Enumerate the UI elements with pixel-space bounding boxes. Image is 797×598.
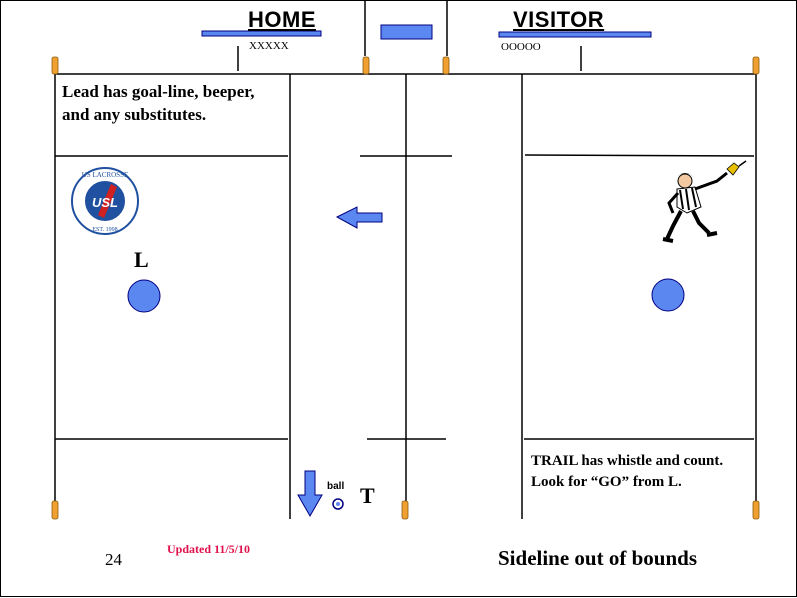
slide-title: Sideline out of bounds	[498, 546, 697, 570]
official-marker	[651, 278, 685, 312]
home-bench-bar	[201, 30, 322, 37]
lead-instruction-note: Lead has goal-line, beeper, and any subs…	[62, 82, 255, 124]
arrow-down-icon	[297, 470, 323, 518]
cone	[752, 56, 760, 75]
ball-label: ball	[327, 481, 345, 492]
lead-label: L	[134, 247, 149, 272]
cone	[752, 500, 760, 520]
home-team-abbr: XXXXX	[249, 40, 289, 52]
lead-official-marker	[127, 279, 161, 313]
updated-date: Updated 11/5/10	[167, 542, 251, 556]
visitor-team-label: VISITOR	[513, 7, 605, 32]
home-team-label: HOME	[248, 7, 316, 32]
svg-text:EST. 1998: EST. 1998	[92, 227, 117, 233]
slide-number: 24	[105, 550, 122, 569]
cone	[51, 56, 59, 75]
referee-icon	[662, 160, 747, 243]
cone	[362, 56, 370, 75]
cone	[401, 500, 409, 520]
visitor-team-abbr: OOOOO	[501, 41, 541, 53]
box-line	[524, 154, 755, 157]
arrow-left-icon	[335, 206, 383, 229]
us-lacrosse-logo: USL US LACROSSE EST. 1998	[71, 167, 139, 235]
table-bar	[380, 24, 433, 40]
cone	[51, 500, 59, 520]
svg-text:USL: USL	[92, 195, 118, 210]
ball-center	[336, 502, 340, 506]
visitor-bench-bar	[498, 31, 652, 38]
cone-set	[51, 56, 760, 520]
trail-instruction-note: TRAIL has whistle and count. Look for “G…	[531, 453, 724, 490]
svg-text:US LACROSSE: US LACROSSE	[82, 171, 128, 179]
cone	[442, 56, 450, 75]
trail-label: T	[360, 483, 375, 508]
